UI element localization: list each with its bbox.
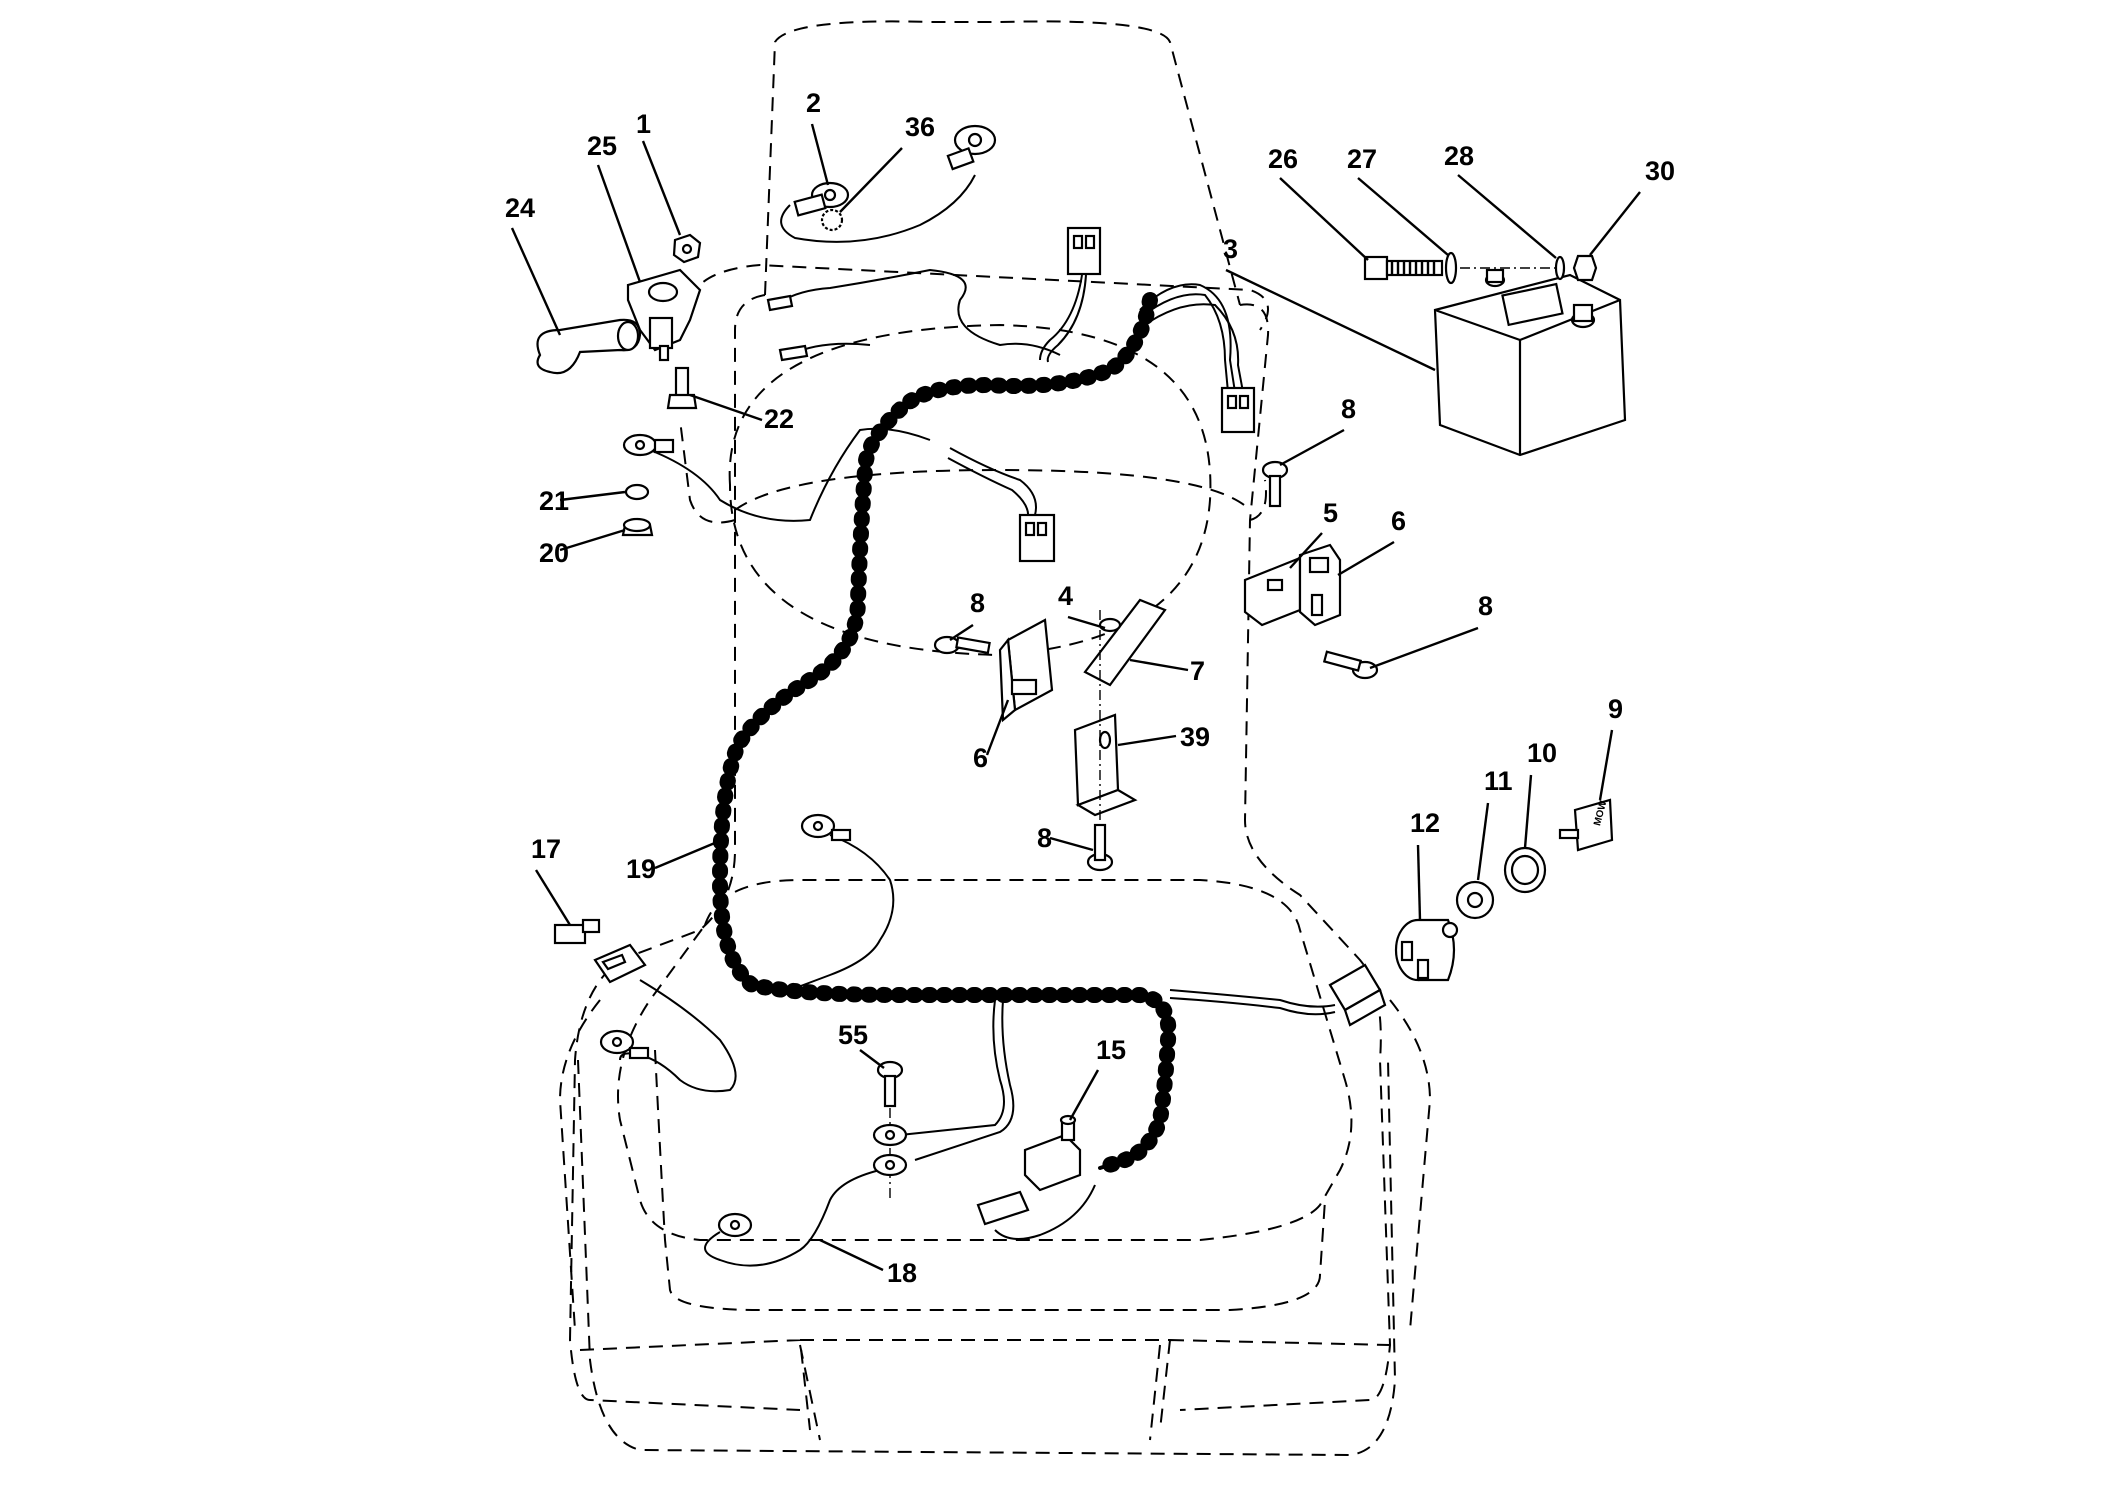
callout-c55: 55 [838,1020,868,1050]
callout-c8a: 8 [1341,394,1356,424]
callout-c26: 26 [1268,144,1298,174]
callout-c6a: 6 [1391,506,1406,536]
battery-bolt-set [1363,251,1598,285]
callout-c25: 25 [587,131,617,161]
screw [666,366,698,410]
bracket-and-interlock-switch-right [1243,543,1342,627]
callout-c39: 39 [1180,722,1210,752]
callout-c30: 30 [1645,156,1675,186]
callout-c9: 9 [1608,694,1623,724]
callout-c15: 15 [1096,1035,1126,1065]
terminal-boot [536,318,642,375]
callout-c19: 19 [626,854,656,884]
callout-c7: 7 [1190,656,1205,686]
starter-solenoid [626,268,702,362]
callout-c1: 1 [636,109,651,139]
coiled-harness-loom [712,292,1177,1176]
thin-wires [619,174,1336,1267]
harness-connectors [766,226,1256,563]
hex-nut [672,233,702,264]
callout-c24: 24 [505,193,535,223]
ground-bolt-and-terminals [717,1060,908,1238]
ignition-switch-assembly: MOW [1394,798,1614,982]
callout-c6b: 6 [973,743,988,773]
callout-c28: 28 [1444,141,1474,171]
leader-lines [510,123,1641,1272]
battery [1433,268,1627,457]
seat-switch [976,1114,1082,1226]
ignition-plug [1328,963,1387,1027]
callout-c8c: 8 [1478,591,1493,621]
callout-c8d: 8 [1037,823,1052,853]
callout-c11: 11 [1484,766,1513,796]
callout-c22: 22 [764,404,794,434]
callout-c18: 18 [887,1258,917,1288]
fuse-and-holder [553,918,647,984]
callout-c8b: 8 [970,588,985,618]
callout-c10: 10 [1527,738,1557,768]
callout-c27: 27 [1347,144,1377,174]
callout-c17: 17 [531,834,561,864]
callout-c3: 3 [1223,234,1238,264]
callout-c20: 20 [539,538,569,568]
ring-terminal-washer-nut [621,433,675,537]
callout-c4: 4 [1058,581,1073,611]
ground-cable [793,124,997,232]
callout-c5: 5 [1323,498,1338,528]
callout-c36: 36 [905,112,935,142]
callout-c2: 2 [806,88,821,118]
callout-c12: 12 [1410,808,1440,838]
callout-c21: 21 [539,486,569,516]
bracket-and-interlock-switch-center [998,598,1167,830]
flange-bolts [933,460,1379,872]
ring-terminals-left [599,813,852,1060]
tractor-outline [558,20,1432,1457]
